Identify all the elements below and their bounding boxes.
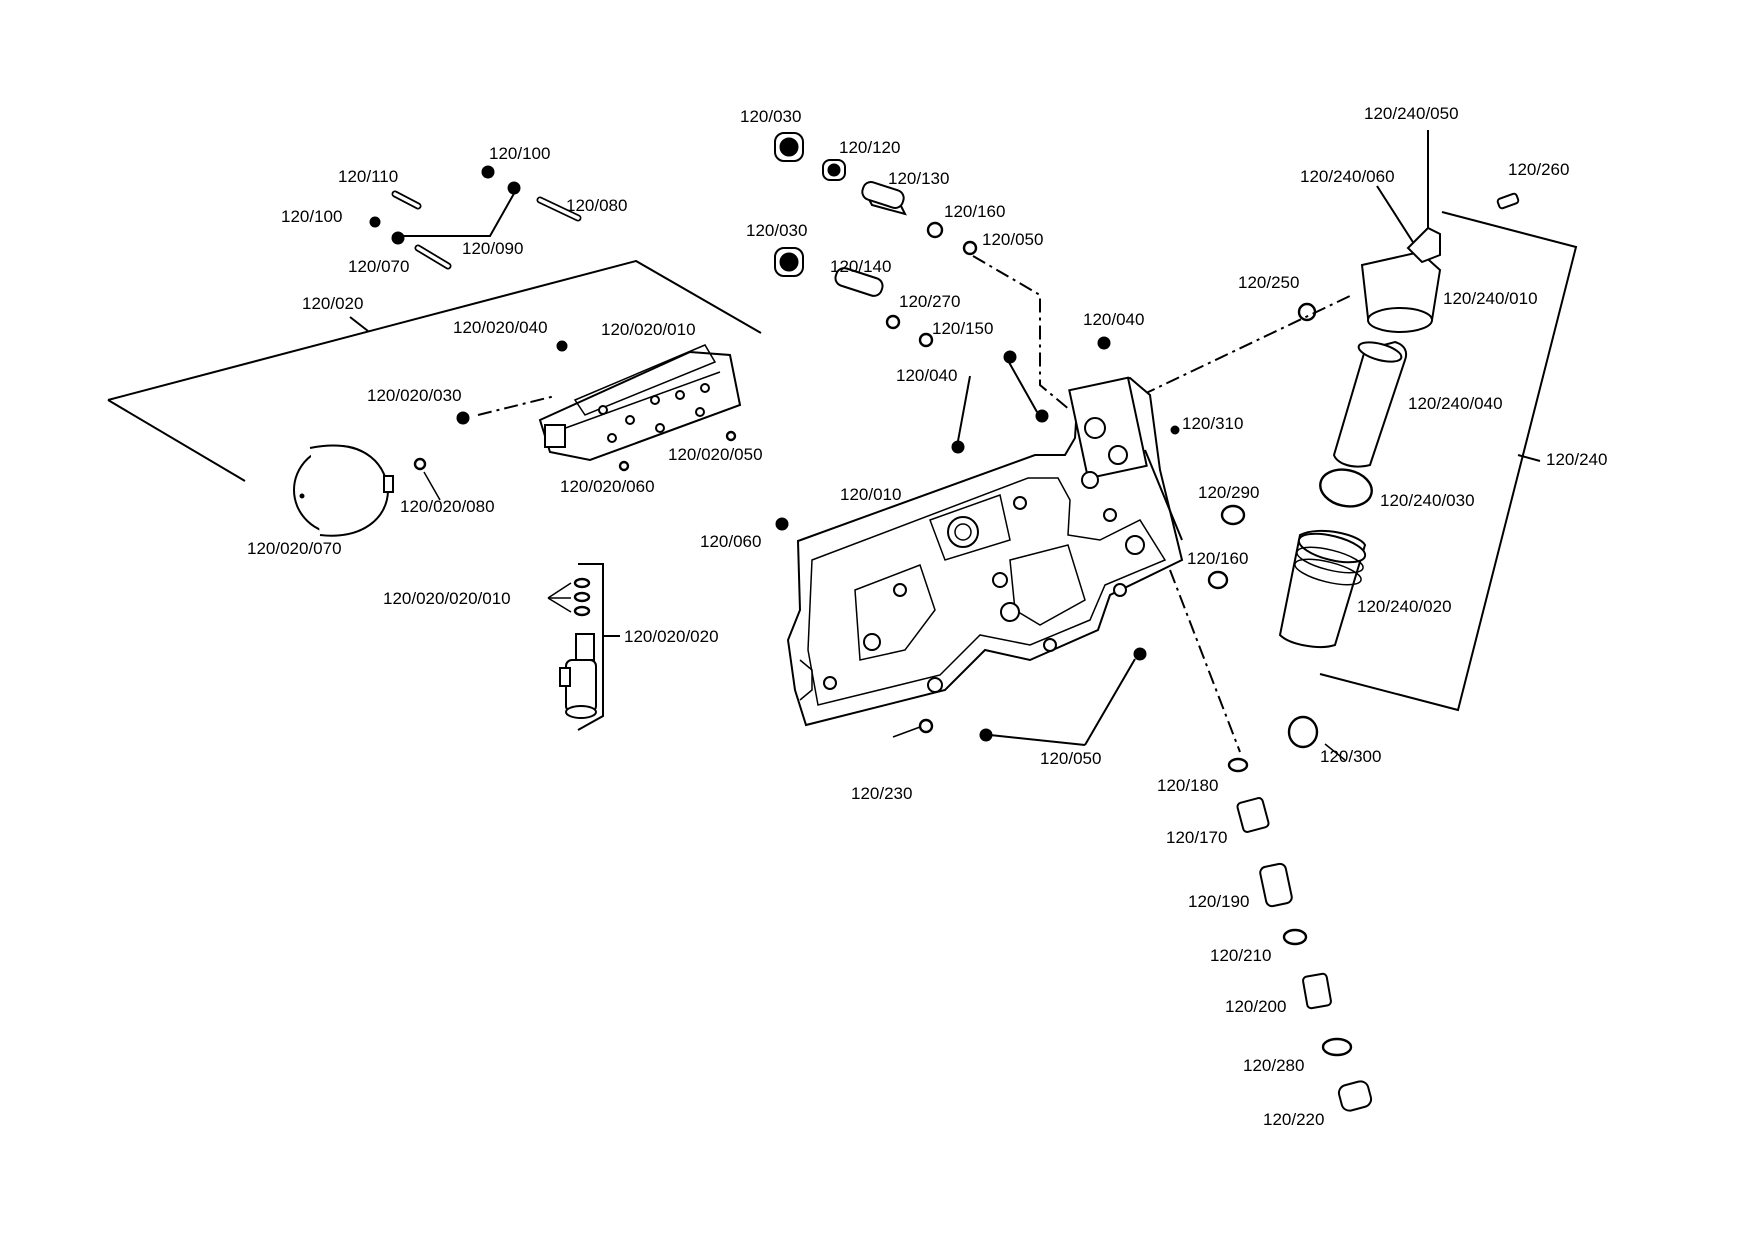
callout-120-100-top: 120/100 <box>489 144 550 163</box>
callout-120-020-030: 120/020/030 <box>367 386 462 405</box>
callout-120-090: 120/090 <box>462 239 523 258</box>
callout-120-080: 120/080 <box>566 196 627 215</box>
callout-120-020-020: 120/020/020 <box>624 627 719 646</box>
callout-120-310: 120/310 <box>1182 414 1243 433</box>
callout-120-250: 120/250 <box>1238 273 1299 292</box>
callout-120-010: 120/010 <box>840 485 901 504</box>
callout-120-030-top: 120/030 <box>740 107 801 126</box>
callout-120-020-020-010: 120/020/020/010 <box>383 589 511 608</box>
callout-120-150: 120/150 <box>932 319 993 338</box>
callout-120-160-top: 120/160 <box>944 202 1005 221</box>
callout-120-020: 120/020 <box>302 294 363 313</box>
callout-120-040-left: 120/040 <box>896 366 957 385</box>
small-parts-right <box>918 192 1520 1112</box>
callout-120-270: 120/270 <box>899 292 960 311</box>
callout-120-260: 120/260 <box>1508 160 1569 179</box>
valve-body <box>538 344 742 462</box>
filter-assembly <box>1278 226 1442 648</box>
callout-120-240-040: 120/240/040 <box>1408 394 1503 413</box>
callout-labels: 120/010 120/020 120/020/010 120/020/020 … <box>247 104 1607 1129</box>
callout-120-050-bottom: 120/050 <box>1040 749 1101 768</box>
callout-120-210: 120/210 <box>1210 946 1271 965</box>
callout-120-060: 120/060 <box>700 532 761 551</box>
spool-parts <box>774 132 1111 454</box>
callout-120-220: 120/220 <box>1263 1110 1324 1129</box>
callout-120-130: 120/130 <box>888 169 949 188</box>
callout-120-040-right: 120/040 <box>1083 310 1144 329</box>
callout-120-240: 120/240 <box>1546 450 1607 469</box>
callout-120-120: 120/120 <box>839 138 900 157</box>
callout-120-020-070: 120/020/070 <box>247 539 342 558</box>
callout-120-240-020: 120/240/020 <box>1357 597 1452 616</box>
callout-120-190: 120/190 <box>1188 892 1249 911</box>
callout-120-020-080: 120/020/080 <box>400 497 495 516</box>
callout-120-110: 120/110 <box>338 167 398 186</box>
callout-120-020-060: 120/020/060 <box>560 477 655 496</box>
callout-120-030-mid: 120/030 <box>746 221 807 240</box>
callout-120-240-010: 120/240/010 <box>1443 289 1538 308</box>
callout-120-290: 120/290 <box>1198 483 1259 502</box>
callout-120-240-030: 120/240/030 <box>1380 491 1475 510</box>
leader-lines <box>107 130 1578 761</box>
callout-120-240-050: 120/240/050 <box>1364 104 1459 123</box>
callout-120-170: 120/170 <box>1166 828 1227 847</box>
callout-120-020-050: 120/020/050 <box>668 445 763 464</box>
accumulator <box>293 444 394 537</box>
callout-120-100-left: 120/100 <box>281 207 342 226</box>
callout-120-230: 120/230 <box>851 784 912 803</box>
small-parts-left <box>369 165 789 531</box>
solenoid <box>559 577 597 719</box>
assembly-axes <box>477 255 1353 753</box>
callout-120-020-040: 120/020/040 <box>453 318 548 337</box>
callout-120-070: 120/070 <box>348 257 409 276</box>
callout-120-020-010: 120/020/010 <box>601 320 696 339</box>
callout-120-300: 120/300 <box>1320 747 1381 766</box>
main-housing <box>786 376 1184 727</box>
callout-120-180: 120/180 <box>1157 776 1218 795</box>
callout-120-050-top: 120/050 <box>982 230 1043 249</box>
callout-120-240-060: 120/240/060 <box>1300 167 1395 186</box>
callout-120-160-right: 120/160 <box>1187 549 1248 568</box>
callout-120-200: 120/200 <box>1225 997 1286 1016</box>
callout-120-140: 120/140 <box>830 257 891 276</box>
callout-120-280: 120/280 <box>1243 1056 1304 1075</box>
